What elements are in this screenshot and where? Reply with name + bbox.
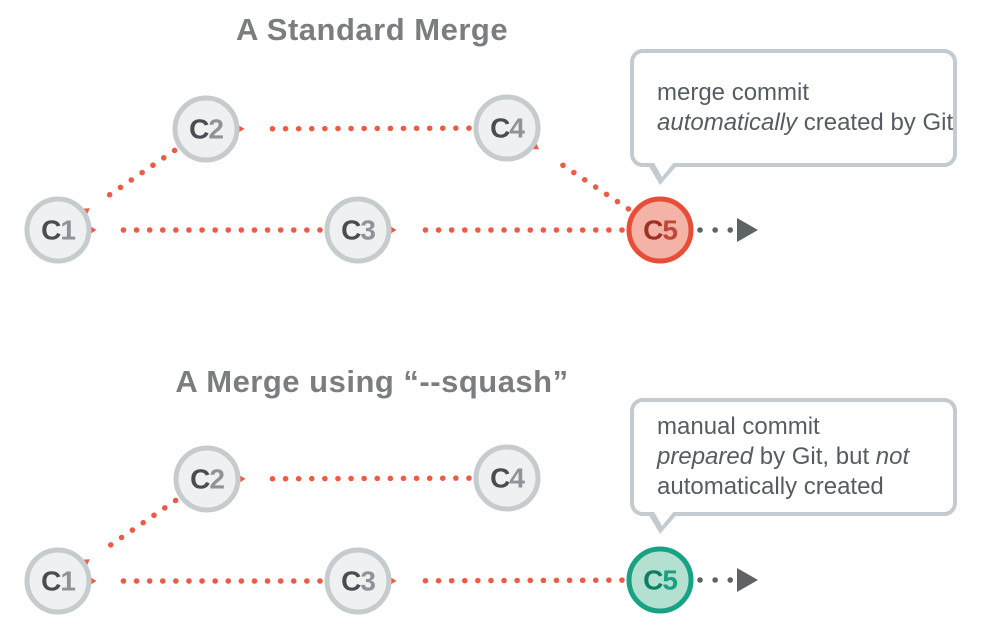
bubble-text-italic: not <box>875 443 910 470</box>
bubble-text-italic: prepared <box>657 443 754 470</box>
commit-label-prefix: C <box>41 214 61 245</box>
commit-label-number: 1 <box>60 565 76 596</box>
bubble-text-line: manual commit <box>657 412 929 442</box>
bubble-text: automatically created <box>657 473 884 500</box>
edge-squash-c2-c1 <box>103 497 179 551</box>
edge-squash-c4-c2 <box>262 475 472 482</box>
commit-label-number: 5 <box>662 214 678 245</box>
commit-label-number: 4 <box>509 462 525 493</box>
bubble-text: by Git, but <box>753 443 876 470</box>
edge-standard-c4-c2 <box>261 125 472 132</box>
commit-label-prefix: C <box>190 463 210 494</box>
edge-squash-c5-c3 <box>413 577 625 584</box>
commit-label-prefix: C <box>341 565 361 596</box>
future-arrowhead-icon-squash <box>737 568 758 592</box>
bubble-text-line: automatically created <box>657 472 929 502</box>
commit-label-prefix: C <box>643 564 663 595</box>
commit-label-prefix: C <box>189 113 209 144</box>
commit-label-number: 2 <box>209 463 225 494</box>
bubble-text: created by Git <box>797 109 954 136</box>
bubble-text-line: merge commit <box>657 78 929 108</box>
future-arrowhead-icon-standard <box>737 218 758 242</box>
commit-label-number: 2 <box>208 113 224 144</box>
bubble-text-italic: automatically <box>657 109 798 136</box>
section-title-squash-merge: A Merge using “--squash” <box>175 364 569 399</box>
commit-label-prefix: C <box>490 112 510 143</box>
commit-label-prefix: C <box>341 214 361 245</box>
commit-label-prefix: C <box>643 214 663 245</box>
bubble-text-line: automatically created by Git <box>657 108 953 138</box>
commit-label-number: 1 <box>60 214 76 245</box>
commit-label-prefix: C <box>41 565 61 596</box>
edge-standard-c5-c4 <box>552 157 632 212</box>
commit-label-number: 3 <box>360 565 376 596</box>
commit-label-number: 3 <box>360 214 376 245</box>
bubble-text: manual commit <box>657 413 820 440</box>
bubble-text: merge commit <box>657 79 810 106</box>
commit-label-number: 4 <box>509 112 525 143</box>
bubble-text-line: prepared by Git, but not <box>657 442 929 472</box>
commit-label-number: 5 <box>662 564 678 595</box>
commit-label-prefix: C <box>490 462 510 493</box>
edge-standard-c2-c1 <box>103 147 178 201</box>
section-title-standard-merge: A Standard Merge <box>235 12 509 47</box>
